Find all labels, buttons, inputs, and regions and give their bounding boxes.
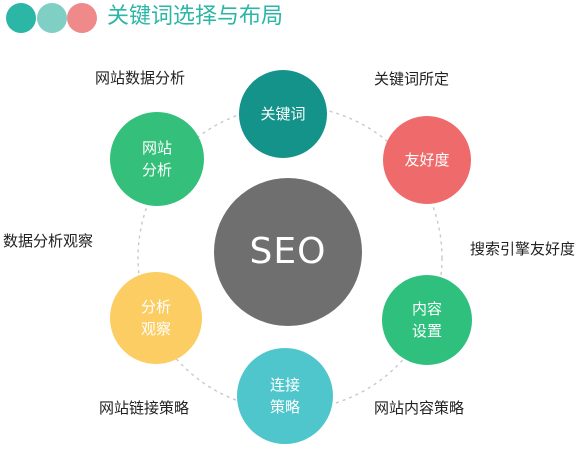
seo-center-circle: SEO [214,178,362,326]
link-strategy-line-2: 策略 [269,398,300,416]
analysis-observe-line-1: 分析 [140,298,171,316]
decor-dot-light-teal [37,3,67,33]
content-setting-node: 内容 设置 [382,275,472,365]
site-content-strategy-label: 网站内容策略 [374,399,465,417]
link-strategy-line-1: 连接 [269,376,300,394]
data-analysis-observe-label: 数据分析观察 [3,232,94,250]
site-analysis-line-1: 网站 [141,139,172,157]
keyword-fix-label: 关键词所定 [374,70,450,88]
link-strategy-node: 连接 策略 [237,348,333,444]
site-analysis-node: 网站 分析 [110,112,204,206]
analysis-observe-line-2: 观察 [140,320,171,338]
site-link-strategy-label: 网站链接策略 [99,399,190,417]
decor-dot-teal [6,3,36,33]
page-title: 关键词选择与布局 [107,4,284,29]
decor-dot-pink [67,3,97,33]
content-setting-line-2: 设置 [411,322,442,340]
friendliness-node-label: 友好度 [404,151,450,169]
friendliness-node: 友好度 [383,116,471,204]
site-data-analysis-label: 网站数据分析 [95,69,186,87]
keyword-node-label: 关键词 [260,105,306,123]
search-engine-friendly-label: 搜索引擎友好度 [470,240,576,258]
site-analysis-line-2: 分析 [141,161,172,179]
content-setting-line-1: 内容 [411,300,442,318]
analysis-observe-node: 分析 观察 [110,272,202,364]
keyword-node: 关键词 [239,70,327,158]
